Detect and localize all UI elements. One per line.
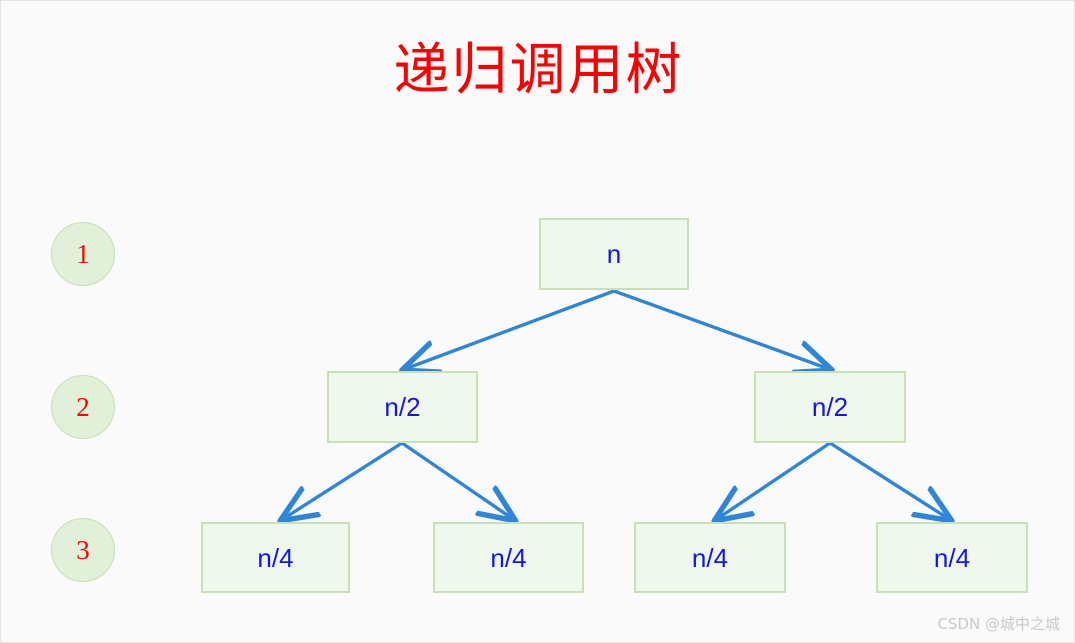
- edge-right-n2-to-n4-3: [717, 441, 831, 519]
- edge-left-n2-to-n4-1: [283, 441, 403, 519]
- tree-node-n4-2-label: n/4: [490, 542, 527, 573]
- tree-node-n4-2[interactable]: n/4: [433, 522, 584, 593]
- tree-node-left-n2-label: n/2: [384, 392, 421, 422]
- tree-node-n4-4-label: n/4: [933, 542, 971, 573]
- tree-node-n4-1-label: n/4: [257, 542, 294, 573]
- tree-node-n4-3[interactable]: n/4: [634, 522, 786, 593]
- edge-right-n2-to-n4-4: [829, 441, 949, 519]
- level-indicator-1: 1: [51, 222, 115, 286]
- level-indicator-3: 3: [51, 518, 115, 582]
- tree-node-n4-1[interactable]: n/4: [201, 522, 350, 593]
- level-indicator-3-label: 3: [76, 534, 90, 565]
- tree-node-root[interactable]: n: [539, 218, 689, 290]
- tree-node-n4-3-label: n/4: [691, 542, 729, 573]
- edge-root-to-right-n2: [613, 289, 829, 369]
- page-title: 递归调用树: [393, 38, 684, 103]
- csdn-watermark: CSDN @城中之城: [937, 615, 1060, 633]
- tree-node-n4-4[interactable]: n/4: [876, 522, 1028, 593]
- edge-left-n2-to-n4-2: [401, 441, 513, 519]
- level-indicator-2: 2: [51, 375, 115, 439]
- tree-node-right-n2-label: n/2: [811, 392, 849, 422]
- edge-root-to-left-n2: [405, 289, 615, 369]
- level-indicator-2-label: 2: [76, 391, 90, 422]
- tree-node-root-label: n: [606, 239, 622, 269]
- level-indicator-1-label: 1: [76, 238, 90, 269]
- tree-node-right-n2[interactable]: n/2: [754, 371, 906, 443]
- tree-node-left-n2[interactable]: n/2: [327, 371, 478, 443]
